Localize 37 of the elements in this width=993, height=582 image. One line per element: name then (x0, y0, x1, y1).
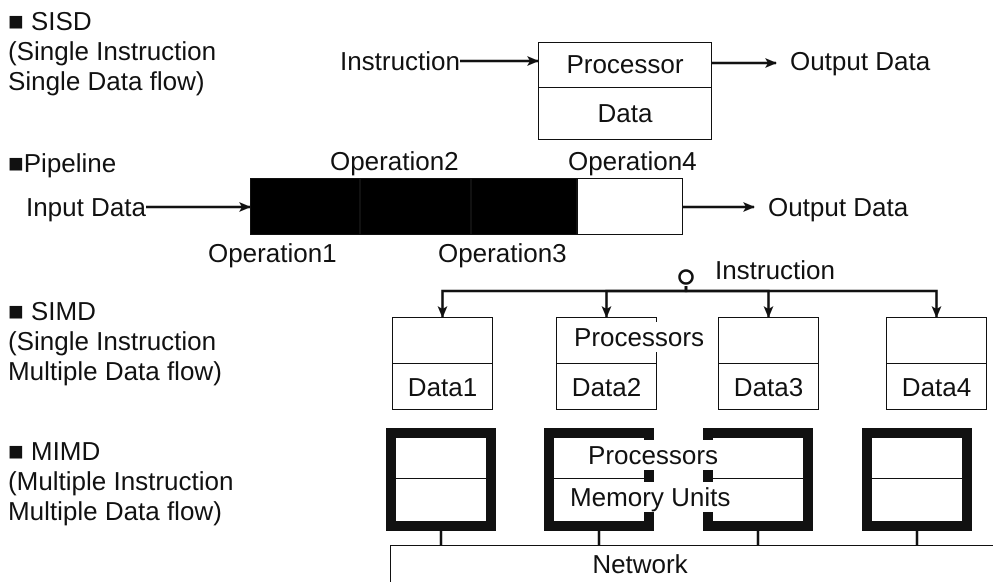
pipeline-stage (250, 178, 360, 235)
architecture-description: (Single Instruction Single Data flow) (8, 36, 218, 96)
connector-line (916, 531, 918, 545)
connector-line (598, 531, 600, 545)
arrow (460, 56, 539, 66)
section-title: ■ SIMD (8, 296, 97, 326)
node-text: Input Data (26, 190, 146, 224)
section-title: Operation2 (330, 146, 460, 176)
section-title: ■ SISD (8, 6, 93, 36)
processing-unit: Data1 (392, 317, 493, 410)
architecture-description: (Multiple Instruction Multiple Data flow) (8, 466, 234, 526)
pipeline-stage (471, 178, 577, 235)
node-text: Instruction (340, 44, 460, 78)
arrow (683, 202, 755, 212)
section-title: Operation4 (568, 146, 698, 176)
node-text: Output Data (790, 44, 930, 78)
processor-memory-unit (386, 428, 496, 531)
architecture-description: (Single Instruction Multiple Data flow) (8, 326, 223, 386)
pipeline-stage (577, 178, 683, 235)
section-title: ■Pipeline (8, 148, 118, 178)
pipeline-stage (360, 178, 471, 235)
instruction-label: Instruction (715, 255, 835, 286)
data-box: Data (538, 87, 712, 140)
processing-unit: Data3 (718, 317, 819, 410)
arrow (684, 286, 942, 318)
section-title: Operation3 (438, 238, 568, 268)
network-bus: Network (390, 545, 993, 582)
connector-line (440, 531, 442, 545)
processor-memory-unit (862, 428, 972, 531)
section-title: Operation1 (208, 238, 338, 268)
processing-unit: Data4 (886, 317, 987, 410)
arrow (146, 202, 251, 212)
connector-line (756, 531, 760, 545)
section-title: ■ MIMD (8, 436, 102, 466)
processor-box: Processor (538, 42, 712, 88)
arrow (712, 58, 777, 68)
node-text: Output Data (768, 190, 908, 224)
